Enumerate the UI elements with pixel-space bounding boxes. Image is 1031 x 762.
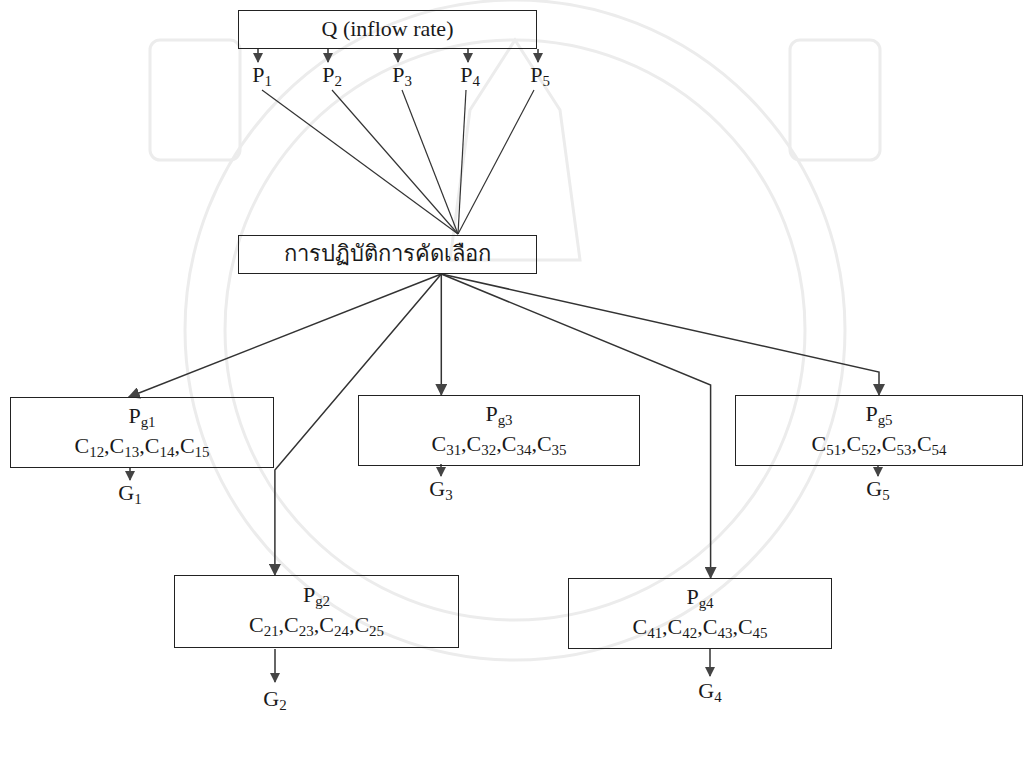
selection-box: การปฏิบัติการคัดเลือก bbox=[238, 235, 537, 274]
group-box: Pg5C51,C52,C53,C54 bbox=[735, 395, 1023, 466]
group-box: Pg4C41,C42,C43,C45 bbox=[568, 578, 832, 649]
node-members: C21,C23,C24,C25 bbox=[249, 612, 384, 641]
inflow-label: P4 bbox=[460, 63, 480, 90]
node-members: C31,C32,C34,C35 bbox=[431, 431, 566, 460]
output-label: G5 bbox=[866, 477, 889, 504]
converge-lines bbox=[262, 90, 534, 234]
flow-connector bbox=[441, 274, 443, 395]
output-label: G4 bbox=[698, 679, 721, 706]
node-members: C12,C13,C14,C15 bbox=[74, 433, 209, 462]
output-label: G3 bbox=[429, 477, 452, 504]
node-title: Pg2 bbox=[303, 582, 330, 611]
output-arrows bbox=[130, 464, 878, 682]
inflow-label: P3 bbox=[392, 63, 412, 90]
output-label: G2 bbox=[263, 687, 286, 714]
node-title: การปฏิบัติการคัดเลือก bbox=[284, 241, 491, 267]
group-box: Pg2C21,C23,C24,C25 bbox=[174, 575, 459, 648]
flow-connector bbox=[441, 274, 710, 578]
inflow-label: P1 bbox=[252, 63, 272, 90]
node-title: Pg5 bbox=[865, 401, 892, 430]
node-title: Pg4 bbox=[686, 584, 713, 613]
node-members: C51,C52,C53,C54 bbox=[811, 431, 946, 460]
group-box: Pg1C12,C13,C14,C15 bbox=[10, 397, 274, 468]
node-title: Pg1 bbox=[128, 403, 155, 432]
node-title: Pg3 bbox=[485, 401, 512, 430]
group-box: Pg3C31,C32,C34,C35 bbox=[358, 395, 640, 466]
watermark-seal bbox=[150, 0, 880, 660]
inflow-box: Q (inflow rate) bbox=[238, 10, 537, 49]
node-members: C41,C42,C43,C45 bbox=[632, 614, 767, 643]
node-title: Q (inflow rate) bbox=[322, 16, 454, 42]
inflow-label: P5 bbox=[530, 63, 550, 90]
inflow-label: P2 bbox=[322, 63, 342, 90]
inflow-arrows bbox=[258, 49, 538, 62]
flow-connector bbox=[129, 274, 442, 397]
flow-connector bbox=[441, 274, 879, 395]
output-label: G1 bbox=[118, 481, 141, 508]
